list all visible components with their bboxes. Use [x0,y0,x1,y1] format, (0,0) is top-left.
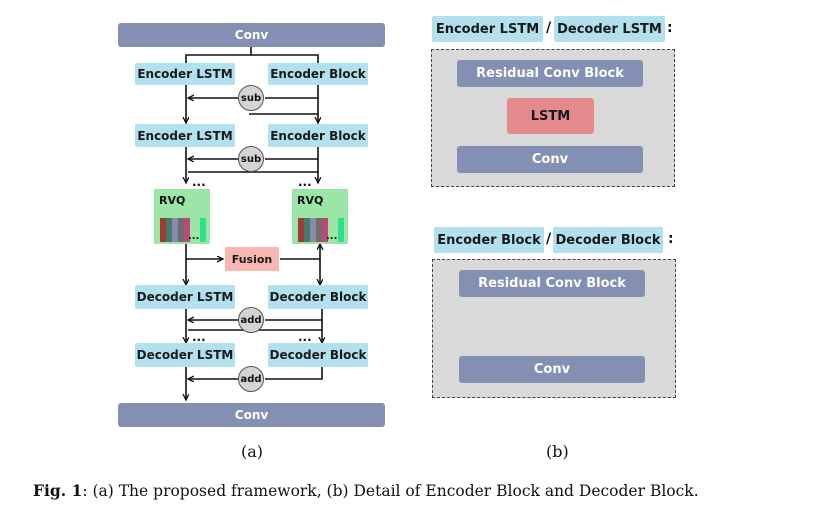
codebook-bar [172,218,178,242]
codebook-bar [160,218,166,242]
block-panel-conv: Conv [459,356,645,383]
rvq-left-ellipsis: ... [188,231,200,242]
codebook-bar [310,218,316,242]
add-operator-2: add [238,366,264,392]
lstm-panel-lstm: LSTM [507,98,594,134]
ellipsis-left-encoder: ... [192,175,206,189]
subcaption-a: (a) [241,442,264,461]
encoder-block-1: Encoder Block [268,63,368,85]
rvq-left-label: RVQ [159,194,186,207]
encoder-block-2: Encoder Block [268,124,368,147]
subcaption-b: (b) [546,442,569,461]
header-encoder-block: Encoder Block [434,227,544,253]
encoder-lstm-2: Encoder LSTM [135,124,235,147]
figure-caption-text: : (a) The proposed framework, (b) Detail… [82,482,699,500]
codebook-bar [166,218,172,242]
header-colon-1: : [667,20,673,36]
codebook-bar [338,218,344,242]
sub-operator-1: sub [238,85,264,111]
header-decoder-lstm: Decoder LSTM [554,16,665,42]
decoder-lstm-2: Decoder LSTM [135,343,235,367]
ellipsis-left-decoder: ... [192,330,206,344]
codebook-bar [200,218,206,242]
conv-bottom: Conv [118,403,385,427]
rvq-right: RVQ ... [292,189,348,244]
fusion-block: Fusion [225,247,279,271]
codebook-bar [304,218,310,242]
decoder-block-2: Decoder Block [268,343,368,367]
rvq-right-label: RVQ [297,194,324,207]
header-decoder-block: Decoder Block [553,227,663,253]
conv-top: Conv [118,23,385,47]
add-operator-1: add [238,307,264,333]
block-panel-residual-conv-block: Residual Conv Block [459,270,645,297]
rvq-right-ellipsis: ... [326,231,338,242]
codebook-bar [322,218,328,242]
ellipsis-right-encoder: ... [298,175,312,189]
figure-caption: Fig. 1: (a) The proposed framework, (b) … [33,481,699,500]
header-encoder-lstm: Encoder LSTM [432,16,543,42]
encoder-lstm-1: Encoder LSTM [135,63,235,85]
header-slash-2: / [546,231,552,247]
decoder-block-1: Decoder Block [268,285,368,309]
header-colon-2: : [668,231,674,247]
header-slash-1: / [546,20,552,36]
sub-operator-2: sub [238,146,264,172]
codebook-bar [316,218,322,242]
ellipsis-right-decoder: ... [298,330,312,344]
figure-label: Fig. 1 [33,481,83,500]
lstm-panel-residual-conv-block: Residual Conv Block [457,60,643,87]
lstm-panel-conv: Conv [457,146,643,173]
rvq-left: RVQ ... [154,189,210,244]
codebook-bar [298,218,304,242]
codebook-bar [184,218,190,242]
codebook-bar [178,218,184,242]
decoder-lstm-1: Decoder LSTM [135,285,235,309]
